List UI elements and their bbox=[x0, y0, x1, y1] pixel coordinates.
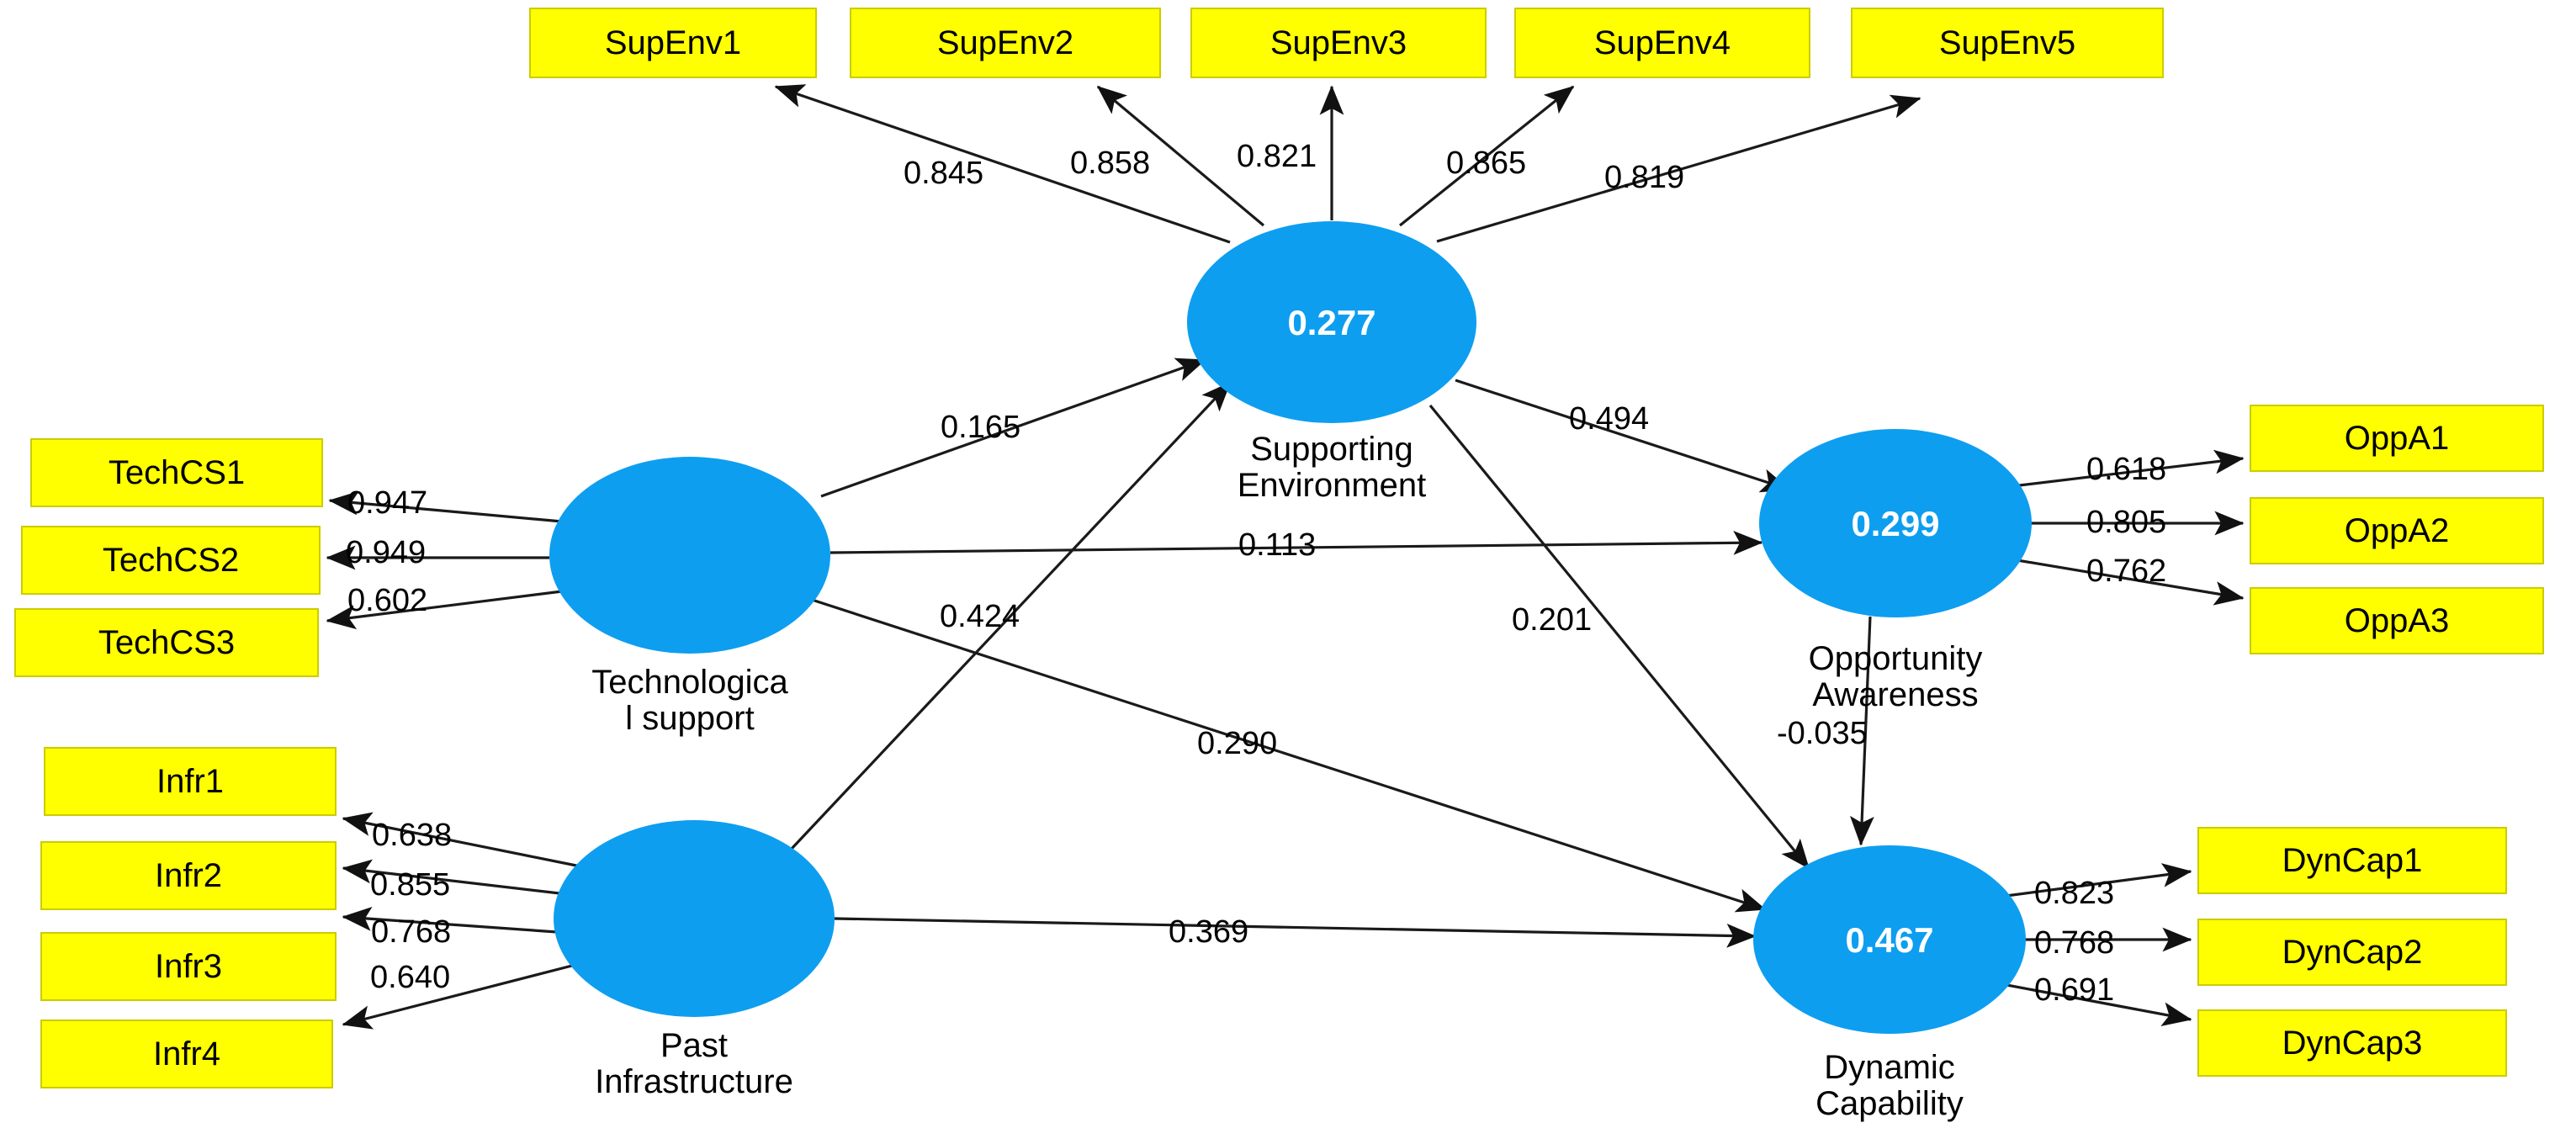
path-pastinf-infr1 bbox=[342, 812, 581, 868]
latent-node-dyncap[interactable] bbox=[1753, 845, 2026, 1034]
latent-label-pastinf: Past Infrastructure bbox=[595, 1027, 793, 1101]
path-techsup-techcs1 bbox=[328, 490, 563, 523]
latent-label-supenv: Supporting Environment bbox=[1237, 431, 1427, 505]
latent-value-dyncap: 0.467 bbox=[1845, 920, 1934, 960]
path-pastinf-infr3 bbox=[342, 907, 558, 934]
loading-supenv4: 0.865 bbox=[1446, 146, 1527, 181]
indicator-box-techcs3[interactable]: TechCS3 bbox=[14, 608, 319, 677]
indicator-box-infr2[interactable]: Infr2 bbox=[40, 841, 337, 910]
indicator-box-techcs1[interactable]: TechCS1 bbox=[30, 438, 323, 507]
coef-supenv-dyncap: 0.201 bbox=[1512, 602, 1593, 638]
indicator-box-dyncap1[interactable]: DynCap1 bbox=[2197, 827, 2507, 894]
indicator-label: SupEnv4 bbox=[1593, 24, 1731, 61]
loading-supenv3: 0.821 bbox=[1237, 139, 1317, 174]
loading-oppa3: 0.762 bbox=[2086, 553, 2167, 589]
indicator-label: SupEnv1 bbox=[604, 24, 742, 61]
coef-pastinf-dyncap: 0.369 bbox=[1169, 914, 1249, 950]
coef-techsup-oppaw: 0.113 bbox=[1238, 527, 1317, 563]
indicator-label: TechCS1 bbox=[108, 453, 246, 491]
coef-oppaw-dyncap: -0.035 bbox=[1777, 716, 1868, 751]
loading-supenv5: 0.819 bbox=[1604, 160, 1685, 195]
indicator-label: SupEnv3 bbox=[1269, 24, 1407, 61]
loading-dyncap2: 0.768 bbox=[2034, 925, 2115, 961]
loading-supenv2: 0.858 bbox=[1070, 146, 1151, 181]
loading-techcs1: 0.947 bbox=[347, 485, 428, 521]
indicator-label: DynCap1 bbox=[2282, 841, 2423, 879]
indicator-label: Infr2 bbox=[154, 856, 223, 894]
path-pastinf-infr2 bbox=[342, 859, 560, 895]
loading-infr4: 0.640 bbox=[370, 960, 451, 995]
indicator-label: OppA2 bbox=[2344, 511, 2450, 549]
indicator-label: OppA3 bbox=[2344, 601, 2450, 639]
path-pastinf-supenv bbox=[789, 381, 1232, 851]
indicator-box-dyncap2[interactable]: DynCap2 bbox=[2197, 919, 2507, 986]
loading-supenv1: 0.845 bbox=[904, 156, 984, 191]
loading-infr1: 0.638 bbox=[372, 818, 453, 853]
loading-dyncap1: 0.823 bbox=[2034, 876, 2115, 911]
indicator-label: SupEnv2 bbox=[936, 24, 1074, 61]
coef-supenv-oppaw: 0.494 bbox=[1569, 401, 1650, 437]
loading-oppa1: 0.618 bbox=[2086, 452, 2167, 487]
indicator-box-oppa1[interactable]: OppA1 bbox=[2250, 405, 2544, 472]
indicator-box-infr3[interactable]: Infr3 bbox=[40, 932, 337, 1001]
coef-pastinf-supenv: 0.424 bbox=[940, 599, 1020, 634]
latent-label-oppaw: Opportunity Awareness bbox=[1808, 640, 1983, 714]
indicator-box-supenv1[interactable]: SupEnv1 bbox=[529, 8, 817, 78]
indicator-label: SupEnv5 bbox=[1938, 24, 2076, 61]
path-techsup-oppaw bbox=[830, 530, 1763, 555]
loading-dyncap3: 0.691 bbox=[2034, 972, 2115, 1008]
loading-infr2: 0.855 bbox=[370, 867, 451, 903]
coef-techsup-dyncap: 0.290 bbox=[1197, 726, 1278, 761]
path-techsup-dyncap bbox=[808, 597, 1767, 913]
path-supenv-supenv2 bbox=[1096, 85, 1265, 227]
indicator-box-infr1[interactable]: Infr1 bbox=[44, 747, 337, 816]
latent-node-oppaw[interactable] bbox=[1759, 429, 2032, 617]
path-pastinf-infr4 bbox=[342, 964, 573, 1030]
indicator-box-techcs2[interactable]: TechCS2 bbox=[21, 526, 321, 595]
latent-node-techsup[interactable] bbox=[549, 457, 830, 654]
path-supenv-oppaw bbox=[1455, 379, 1791, 493]
indicator-box-supenv3[interactable]: SupEnv3 bbox=[1190, 8, 1487, 78]
indicator-box-oppa2[interactable]: OppA2 bbox=[2250, 497, 2544, 564]
path-techsup-supenv bbox=[820, 358, 1206, 498]
indicator-label: TechCS2 bbox=[102, 541, 240, 579]
latent-label-dyncap: Dynamic Capability bbox=[1815, 1049, 1964, 1123]
indicator-label: Infr4 bbox=[152, 1035, 221, 1072]
path-supenv-supenv5 bbox=[1436, 94, 1921, 243]
indicator-box-dyncap3[interactable]: DynCap3 bbox=[2197, 1009, 2507, 1077]
indicator-label: OppA1 bbox=[2344, 419, 2450, 457]
loading-infr3: 0.768 bbox=[371, 914, 452, 950]
path-techsup-techcs3 bbox=[326, 590, 563, 630]
indicator-label: DynCap3 bbox=[2282, 1024, 2423, 1062]
indicator-box-supenv4[interactable]: SupEnv4 bbox=[1514, 8, 1810, 78]
latent-label-techsup: Technologica l support bbox=[591, 664, 788, 738]
latent-value-oppaw: 0.299 bbox=[1851, 504, 1940, 543]
path-supenv-supenv4 bbox=[1398, 85, 1575, 227]
indicator-label: TechCS3 bbox=[98, 623, 236, 661]
path-oppaw-oppa3 bbox=[2012, 558, 2245, 606]
loading-oppa2: 0.805 bbox=[2086, 505, 2167, 540]
indicator-box-oppa3[interactable]: OppA3 bbox=[2250, 587, 2544, 654]
loading-techcs2: 0.949 bbox=[346, 535, 427, 570]
path-supenv-supenv1 bbox=[774, 84, 1231, 244]
latent-node-pastinf[interactable] bbox=[554, 820, 835, 1017]
path-oppaw-oppa1 bbox=[2012, 449, 2245, 488]
indicator-box-supenv5[interactable]: SupEnv5 bbox=[1851, 8, 2164, 78]
latent-node-supenv[interactable] bbox=[1187, 221, 1476, 423]
path-supenv-dyncap bbox=[1428, 404, 1810, 870]
latent-value-supenv: 0.277 bbox=[1287, 303, 1376, 342]
indicator-label: DynCap2 bbox=[2282, 933, 2423, 971]
loading-techcs3: 0.602 bbox=[347, 583, 428, 618]
path-pastinf-dyncap bbox=[834, 917, 1757, 948]
coef-techsup-supenv: 0.165 bbox=[941, 410, 1021, 445]
path-oppaw-dyncap bbox=[1849, 616, 1874, 846]
indicator-label: Infr3 bbox=[154, 947, 223, 985]
indicator-box-supenv2[interactable]: SupEnv2 bbox=[850, 8, 1161, 78]
indicator-label: Infr1 bbox=[156, 762, 225, 800]
indicator-box-infr4[interactable]: Infr4 bbox=[40, 1020, 333, 1088]
